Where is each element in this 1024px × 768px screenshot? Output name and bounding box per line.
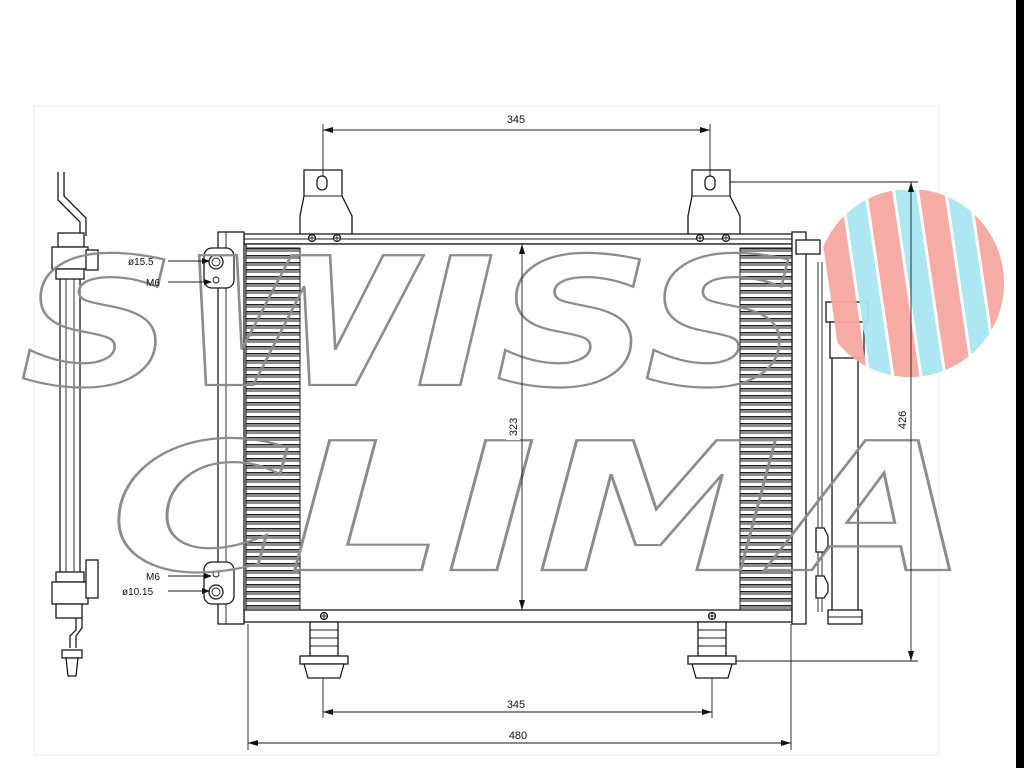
watermark-text-line1: SWISS <box>20 220 800 427</box>
label-outlet-diameter: ø10.15 <box>122 587 154 598</box>
label-inlet-diameter: ø15.5 <box>128 257 154 268</box>
right-tank <box>791 231 807 625</box>
dim-core-height: 323 <box>508 418 520 436</box>
dim-overall-width: 480 <box>509 730 527 742</box>
dim-overall-height: 426 <box>897 411 909 429</box>
dimension-lines <box>168 124 918 750</box>
bottom-mount-left <box>299 621 349 679</box>
bracket-slot-left <box>316 175 328 191</box>
watermark-logo-mark <box>816 190 1004 377</box>
label-inlet-thread: M6 <box>146 278 160 289</box>
right-border-bar <box>1016 0 1024 768</box>
dim-top-bracket-spacing: 345 <box>507 114 525 126</box>
drawing-frame <box>33 105 940 756</box>
bottom-mount-right <box>687 621 737 679</box>
fin-block-left <box>245 247 301 611</box>
left-side-view <box>51 172 99 677</box>
watermark-text-line2: CLIMA <box>110 405 970 612</box>
label-outlet-thread: M6 <box>146 572 160 583</box>
left-tank <box>217 231 245 625</box>
fin-block-right <box>739 247 795 611</box>
dim-bottom-bracket-spacing: 345 <box>507 699 525 711</box>
mounting-screws <box>307 233 731 621</box>
